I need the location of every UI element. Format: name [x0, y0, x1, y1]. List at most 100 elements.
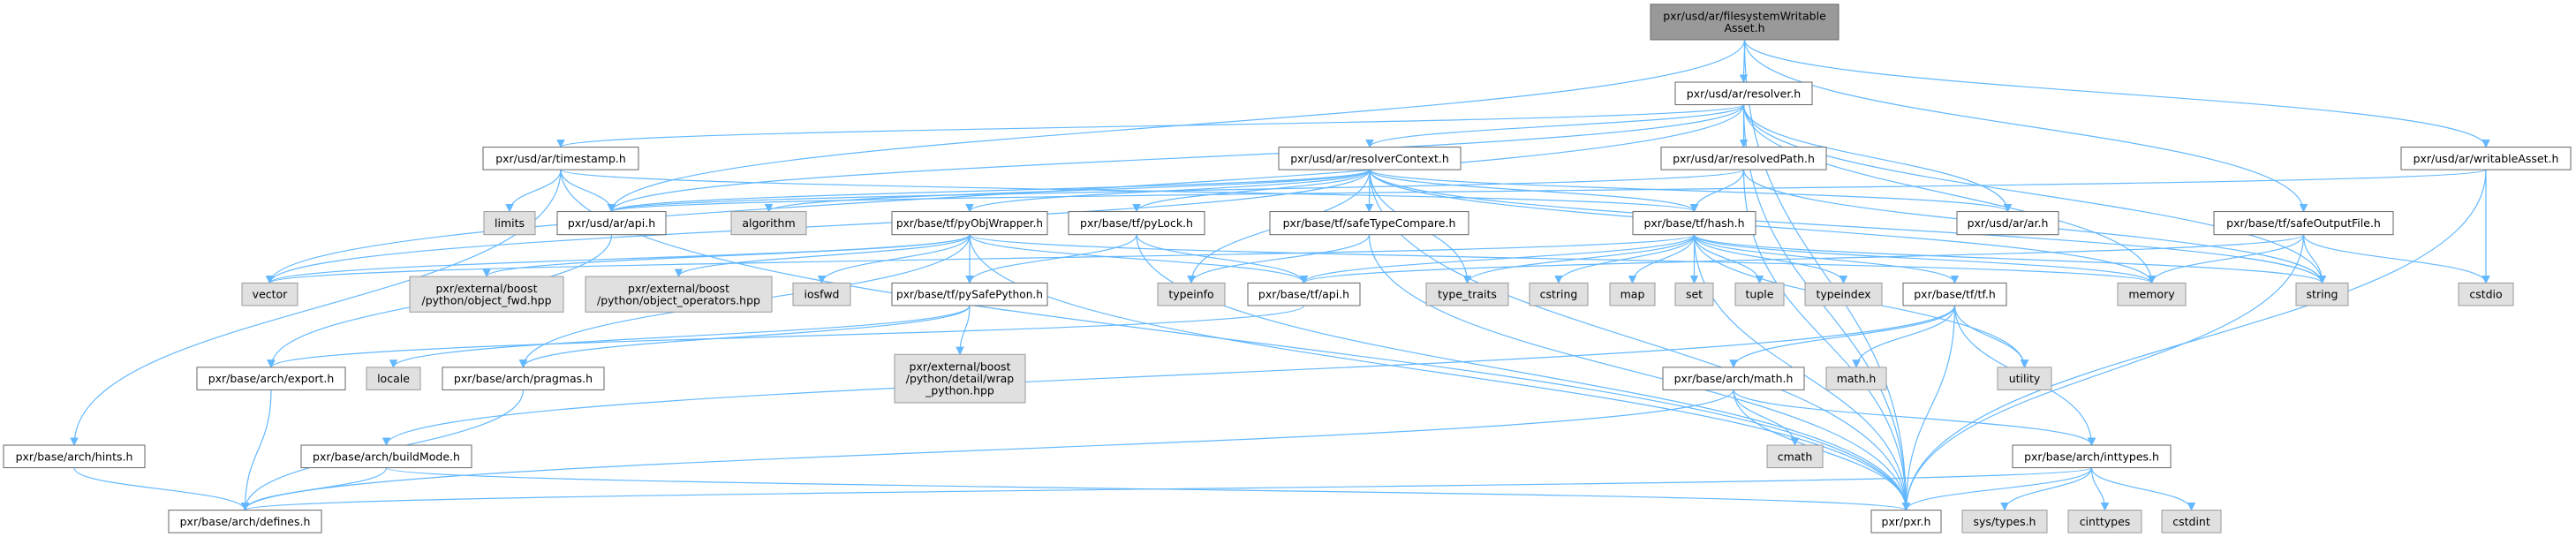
edge-resolver-to-resolverContext	[1365, 104, 1745, 148]
node-label: iosfwd	[805, 288, 840, 301]
node-label: sys/types.h	[1974, 515, 2036, 528]
edge-resolverContext-to-algorithm	[764, 169, 1371, 213]
node-box	[1870, 510, 1942, 533]
node-map: map	[1609, 282, 1656, 306]
node-label: locale	[377, 372, 410, 385]
node-box	[2400, 147, 2572, 170]
edge-fwa-to-writableAsset	[1743, 39, 2490, 148]
node-label: _python.hpp	[925, 384, 994, 397]
edge-archMath-to-cmath	[1733, 390, 1800, 446]
node-box	[196, 367, 346, 390]
node-box	[1269, 211, 1469, 236]
node-box	[894, 353, 1026, 404]
edge-tfH-to-archMath	[1729, 305, 1956, 368]
node-label: pxr/usd/ar/resolver.h	[1687, 87, 1801, 100]
node-hash[interactable]: pxr/base/tf/hash.h	[1632, 211, 1756, 236]
node-set: set	[1674, 282, 1714, 306]
node-defines[interactable]: pxr/base/arch/defines.h	[168, 510, 322, 533]
edge-pySafePython-to-pragmas	[518, 305, 971, 368]
node-resolvedPath[interactable]: pxr/usd/ar/resolvedPath.h	[1660, 147, 1827, 170]
node-timestamp[interactable]: pxr/usd/ar/timestamp.h	[482, 147, 639, 170]
node-archMath[interactable]: pxr/base/arch/math.h	[1662, 367, 1805, 390]
node-safeOutputFile[interactable]: pxr/base/tf/safeOutputFile.h	[2213, 211, 2394, 236]
node-label: pxr/base/tf/pyLock.h	[1080, 216, 1193, 230]
node-label: pxr/base/arch/export.h	[208, 372, 335, 385]
node-label: map	[1620, 288, 1645, 301]
node-label: pxr/usd/ar/resolverContext.h	[1290, 152, 1449, 165]
edge-pyObjWrapper-to-objectOps	[674, 234, 971, 278]
node-pyObjWrapper[interactable]: pxr/base/tf/pyObjWrapper.h	[891, 211, 1048, 236]
edge-inttypes-to-sysTypes	[2000, 467, 2093, 511]
node-arH[interactable]: pxr/usd/ar/ar.h	[1956, 211, 2059, 236]
edge-fwa-to-safeOutputFile	[1743, 39, 2308, 213]
edge-safeTypeCompare-to-typeinfo	[1187, 234, 1371, 284]
node-box	[1766, 444, 1824, 469]
node-box	[2117, 282, 2187, 306]
node-inttypes[interactable]: pxr/base/arch/inttypes.h	[2012, 444, 2172, 469]
node-typeindex: typeindex	[1804, 282, 1883, 306]
node-label: cinttypes	[2080, 515, 2131, 528]
node-pragmas[interactable]: pxr/base/arch/pragmas.h	[442, 367, 605, 390]
edge-safeOutputFile-to-cstdio	[2302, 234, 2490, 284]
node-objectFwd: pxr/external/boost/python/object_fwd.hpp	[409, 276, 564, 313]
node-label: set	[1686, 288, 1703, 301]
edge-safeOutputFile-to-tfApi	[1300, 234, 2305, 284]
node-label: pxr/base/arch/defines.h	[180, 515, 311, 528]
node-vector: vector	[241, 282, 298, 306]
node-buildMode[interactable]: pxr/base/arch/buildMode.h	[300, 444, 472, 469]
node-cmath: cmath	[1766, 444, 1824, 469]
node-box	[1247, 282, 1361, 306]
edge-hash-to-cstring	[1554, 234, 1696, 284]
node-box	[442, 367, 605, 390]
node-box	[483, 211, 536, 236]
node-label: algorithm	[742, 216, 795, 230]
edge-hash-to-string	[1693, 234, 2327, 284]
node-pyLock[interactable]: pxr/base/tf/pyLock.h	[1068, 211, 1205, 236]
node-box	[1632, 211, 1756, 236]
node-label: pxr/usd/ar/api.h	[568, 216, 655, 230]
edge-tfApi-to-exportH	[267, 305, 1305, 368]
node-tfApi[interactable]: pxr/base/tf/api.h	[1247, 282, 1361, 306]
node-pySafePython[interactable]: pxr/base/tf/pySafePython.h	[891, 282, 1048, 306]
node-label: limits	[495, 216, 525, 230]
node-box	[1529, 282, 1589, 306]
node-resolverContext[interactable]: pxr/usd/ar/resolverContext.h	[1278, 147, 1462, 170]
edge-hash-to-type_traits	[1462, 234, 1696, 284]
node-label: pxr/base/arch/inttypes.h	[2024, 450, 2159, 463]
edge-hints-to-defines	[73, 467, 250, 511]
node-box	[730, 211, 807, 236]
node-label: pxr/usd/ar/filesystemWritable	[1663, 10, 1826, 23]
edge-timestamp-to-hash	[560, 169, 1698, 213]
node-exportH[interactable]: pxr/base/arch/export.h	[196, 367, 346, 390]
node-tfH[interactable]: pxr/base/tf/tf.h	[1902, 282, 2007, 306]
node-label: pxr/base/tf/pySafePython.h	[896, 288, 1043, 301]
node-box	[1609, 282, 1656, 306]
node-type_traits: type_traits	[1425, 282, 1509, 306]
edge-pyObjWrapper-to-tfApi	[969, 234, 1309, 284]
node-label: pxr/usd/ar/ar.h	[1968, 216, 2049, 230]
node-label: pxr/external/boost	[436, 282, 538, 295]
node-safeTypeCompare[interactable]: pxr/base/tf/safeTypeCompare.h	[1269, 211, 1469, 236]
node-label: cstring	[1540, 288, 1578, 301]
node-label: pxr/base/tf/hash.h	[1643, 216, 1744, 230]
node-writableAsset[interactable]: pxr/usd/ar/writableAsset.h	[2400, 147, 2572, 170]
edges-layer	[70, 39, 2490, 511]
node-box	[2213, 211, 2394, 236]
node-box	[409, 276, 564, 313]
node-hints[interactable]: pxr/base/arch/hints.h	[3, 444, 146, 469]
node-arApi[interactable]: pxr/usd/ar/api.h	[556, 211, 667, 236]
node-pxrH[interactable]: pxr/pxr.h	[1870, 510, 1942, 533]
node-label: /python/object_fwd.hpp	[421, 293, 551, 306]
node-label: typeinfo	[1168, 288, 1213, 301]
edge-pySafePython-to-wrapPython	[956, 305, 971, 356]
node-label: cstdint	[2172, 515, 2210, 528]
node-label: math.h	[1837, 372, 1877, 385]
node-label: pxr/base/tf/safeTypeCompare.h	[1283, 216, 1456, 230]
edge-hash-to-vector	[266, 234, 1696, 284]
node-utility: utility	[1997, 367, 2052, 390]
node-label: pxr/base/arch/pragmas.h	[454, 372, 593, 385]
node-resolver[interactable]: pxr/usd/ar/resolver.h	[1674, 81, 1813, 106]
node-box	[1825, 367, 1887, 390]
